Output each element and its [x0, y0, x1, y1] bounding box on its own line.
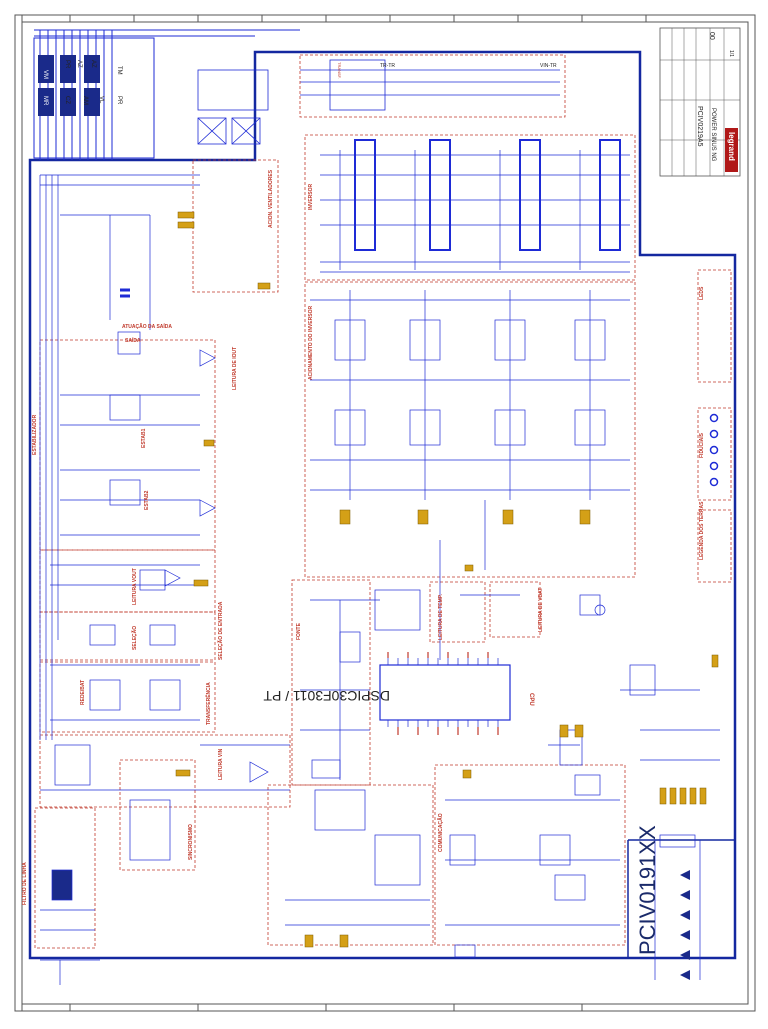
comm-box [434, 764, 626, 946]
label-transfer: TRANSFERÊNCIA [204, 682, 212, 725]
company-logo: legrand [727, 132, 736, 161]
top-transformer-block [197, 59, 560, 145]
label-rede-bat: REDE/BAT [80, 680, 86, 705]
connector-az-2: AZ [90, 60, 96, 68]
cpu-chip-label: DSPIC30F3011 / PT [263, 688, 390, 704]
ground-legend-box [697, 509, 732, 583]
connector-mr: MR [42, 96, 48, 106]
label-output-activation: ATUAÇÃO DA SAÍDA [122, 322, 172, 330]
stabilizer-box [39, 339, 216, 551]
label-fans: ACION. VENTILADORES [268, 169, 274, 228]
vbat-box [489, 581, 541, 638]
sheet-number: 1/1 [728, 50, 734, 57]
drawing-number: PCIV0219A5 [696, 106, 703, 147]
section-boxes [34, 54, 732, 949]
vout-box [39, 549, 216, 613]
label-selection: SELEÇÃO [131, 626, 138, 650]
revision: 00 [708, 32, 715, 40]
section-labels: INVERSOR ACIONAMENTO DO INVERSOR ACION. … [22, 169, 705, 905]
cpu-block: DSPIC30F3011 / PT CPU [263, 652, 534, 735]
right-side-circuits [579, 594, 720, 980]
connector-cz: CZ [64, 96, 70, 104]
inverter-box [304, 134, 636, 281]
transformer-connectors: VM PR AZ AZ TM MR CZ AM VL PR [33, 29, 300, 160]
title-block: legrand POWER SINUS NG PCIV0219A5 1/1 00 [659, 27, 741, 177]
label-line-filter: FILTRO DE LINHA [22, 862, 28, 905]
board-outline [28, 50, 737, 960]
label-vbat-reading: LEITURA DE VBAT [538, 588, 544, 632]
inverter-drive-box [304, 281, 636, 578]
drawing-frame [14, 14, 756, 1012]
selection-box [39, 611, 216, 661]
fiducial-marks [709, 413, 719, 487]
board-id: PCIV0191XX [635, 825, 660, 955]
label-terminals-legend: LEGENDA DOS TERRAS [699, 501, 705, 560]
inverter-stages [320, 139, 630, 273]
top-mid-box [299, 54, 566, 118]
net-tags [175, 211, 719, 948]
label-input-selection: SELEÇÃO DE ENTRADA [217, 601, 224, 660]
connector-tm: TM [116, 66, 122, 75]
label-communication: COMUNICAÇÃO [437, 813, 444, 852]
label-inverter: INVERSOR [308, 183, 314, 210]
label-vin-reading: LEITURA VIN [218, 748, 224, 780]
label-vout-reading: LEITURA VOUT [132, 568, 138, 605]
lower-supply-box [267, 784, 434, 946]
fiducials-box [697, 407, 732, 501]
connector-am: AM [82, 96, 88, 105]
label-inverter-drive: ACIONAMENTO DO INVERSOR [308, 306, 314, 380]
label-supply: FONTE [296, 622, 302, 640]
right-leds [680, 870, 690, 980]
sync-box [119, 759, 196, 871]
label-output: SAÍDA [125, 336, 141, 344]
label-fiducials: FIDUCIAIS [699, 432, 705, 458]
connector-az-1: AZ [76, 60, 82, 68]
label-stabilizer: ESTABILIZADOR [32, 414, 38, 455]
connector-vl: VL [98, 96, 104, 104]
connector-vm: VM [42, 70, 48, 79]
stabilizer-wiring [39, 174, 216, 740]
label-temp-reading: LEITURA DE TEMP. [438, 594, 444, 640]
transformer-label: TRANSF. [337, 62, 342, 79]
tr-label-1: TR-TR [380, 63, 395, 69]
cpu-label: CPU [528, 693, 534, 706]
inverter-drive-circuits [310, 290, 630, 570]
leds-box [697, 269, 732, 383]
temp-box [429, 581, 486, 643]
fans-box [192, 159, 279, 293]
label-sync: SINCRONISMO [188, 824, 194, 860]
tr-label-2: VIN-TR [540, 63, 557, 69]
lower-left-circuits [40, 564, 290, 985]
label-leds: LEDS [699, 286, 705, 300]
filter-box [34, 807, 96, 949]
project-name: POWER SINUS NG [710, 108, 716, 162]
label-stage2: ESTAB2 [144, 490, 150, 510]
label-iout-reading: LEITURA DE IOUT [232, 347, 238, 390]
connector-pr-1: PR [64, 60, 70, 69]
vin-box [39, 734, 291, 808]
supply-circuits [285, 540, 620, 958]
supply-box [291, 579, 371, 786]
connector-pr-2: PR [116, 96, 122, 105]
label-stage1: ESTAB1 [141, 428, 147, 448]
transfer-box [39, 661, 216, 733]
